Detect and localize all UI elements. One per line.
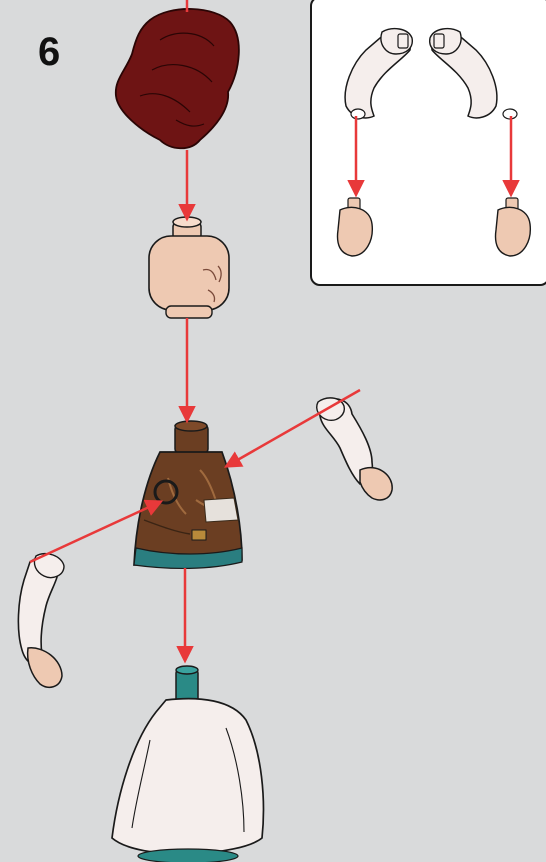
callout-hand-right	[496, 198, 531, 256]
torso	[134, 421, 242, 568]
callout-diagram	[312, 0, 546, 288]
hair-piece	[116, 9, 239, 148]
callout-arm-right	[430, 29, 517, 119]
right-arm	[317, 398, 392, 500]
callout-hand-left	[338, 198, 373, 256]
callout-arm-left	[345, 29, 412, 119]
step-number: 6	[38, 30, 60, 75]
left-arm	[18, 554, 64, 688]
skirt	[112, 666, 263, 862]
head	[149, 217, 229, 318]
arm-hand-callout	[310, 0, 546, 286]
